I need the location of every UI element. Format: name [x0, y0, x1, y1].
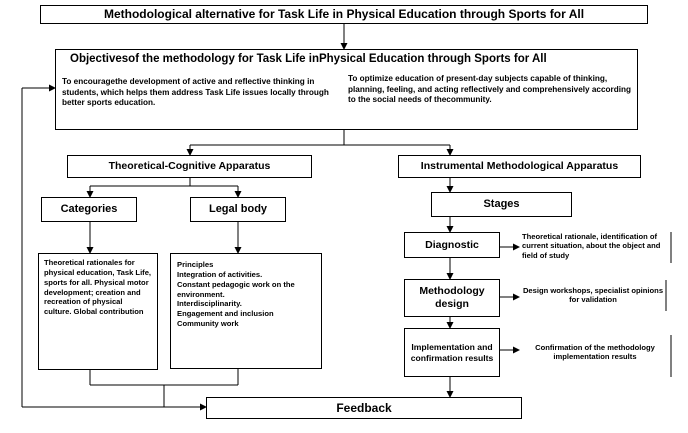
- methodology-design-note: Design workshops, specialist opinions fo…: [522, 286, 664, 305]
- theoretical-cognitive-box: Theoretical-Cognitive Apparatus: [67, 155, 312, 178]
- legal-body-detail-box: Principles Integration of activities. Co…: [170, 253, 322, 369]
- implementation-note: Confirmation of the methodology implemen…: [535, 343, 655, 362]
- objectives-right-text: To optimize education of present-day sub…: [348, 74, 631, 105]
- diagram-title: Methodological alternative for Task Life…: [40, 5, 648, 24]
- objectives-box: Objectivesof the methodology for Task Li…: [55, 49, 638, 130]
- implementation-box: Implementation and confirmation results: [404, 328, 500, 377]
- legal-line: Interdisciplinarity.: [177, 299, 242, 309]
- objectives-left-text: To encouragethe development of active an…: [62, 77, 329, 108]
- legal-body-box: Legal body: [190, 197, 286, 222]
- diagnostic-box: Diagnostic: [404, 232, 500, 258]
- legal-line: Constant pedagogic work on the environme…: [177, 279, 295, 299]
- instrumental-methodological-box: Instrumental Methodological Apparatus: [398, 155, 641, 178]
- categories-box: Categories: [41, 197, 137, 222]
- legal-line: Integration of activities.: [177, 269, 263, 279]
- feedback-box: Feedback: [206, 397, 522, 419]
- legal-line: Principles: [177, 260, 214, 269]
- legal-line: Engagement and inclusion: [177, 309, 274, 319]
- categories-detail-box: Theoretical rationales for physical educ…: [38, 253, 158, 370]
- diagnostic-note: Theoretical rationale, identification of…: [522, 232, 661, 260]
- methodology-design-box: Methodology design: [404, 279, 500, 317]
- legal-line: Community work: [177, 319, 239, 329]
- objectives-title: Objectivesof the methodology for Task Li…: [70, 53, 547, 65]
- stages-box: Stages: [431, 192, 572, 217]
